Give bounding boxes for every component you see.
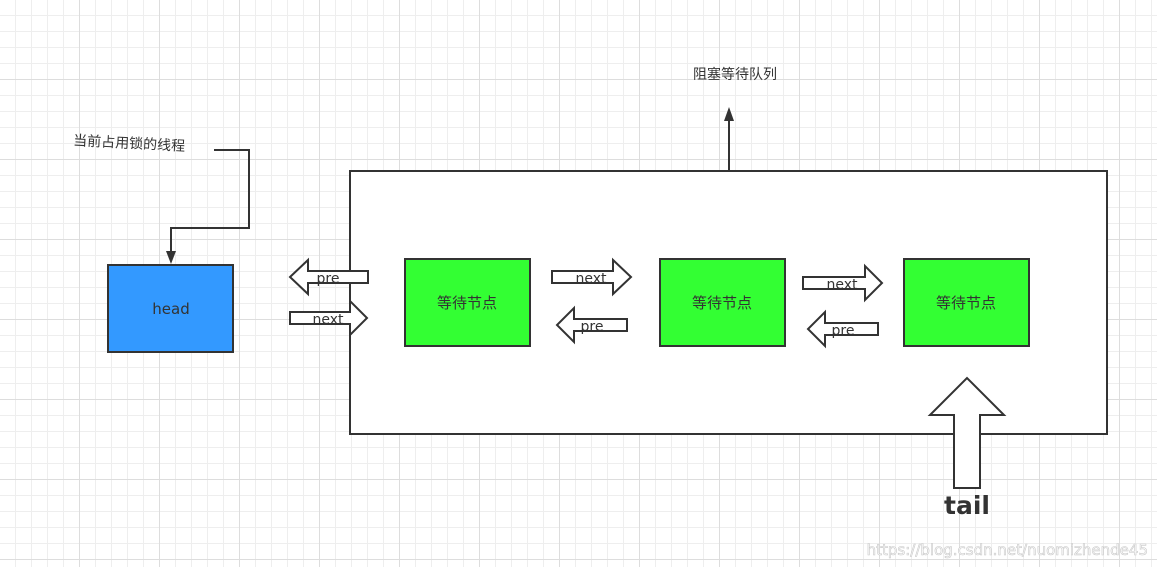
wait-node-3	[903, 258, 1030, 347]
queue-label-arrow	[724, 107, 734, 171]
wait-node-1	[404, 258, 531, 347]
node2-pre-label: pre	[581, 319, 604, 335]
node2-next-arrow	[802, 263, 884, 303]
tail-label: tail	[944, 491, 990, 520]
watermark: https://blog.csdn.net/nuomizhende45	[867, 541, 1148, 559]
head-pre-arrow	[288, 257, 369, 297]
node1-next-arrow	[551, 257, 633, 297]
wait-node-2	[659, 258, 786, 347]
node2-pre-arrow	[555, 305, 628, 345]
node1-next-label: next	[575, 271, 607, 287]
wait-node-2-label: 等待节点	[692, 294, 752, 312]
current-thread-arrow	[166, 149, 250, 264]
tail-arrow	[927, 376, 1007, 489]
queue-label: 阻塞等待队列	[693, 66, 777, 83]
node3-pre-label: pre	[832, 323, 855, 339]
node3-pre-arrow	[806, 309, 879, 349]
head-next-label: next	[312, 312, 344, 328]
wait-node-1-label: 等待节点	[437, 294, 497, 312]
wait-node-3-label: 等待节点	[936, 294, 996, 312]
current-thread-label: 当前占用锁的线程	[73, 132, 186, 155]
head-node	[107, 264, 234, 353]
head-pre-label: pre	[317, 271, 340, 287]
node2-next-label: next	[826, 277, 858, 293]
head-label: head	[152, 300, 189, 318]
head-next-arrow	[289, 298, 369, 338]
